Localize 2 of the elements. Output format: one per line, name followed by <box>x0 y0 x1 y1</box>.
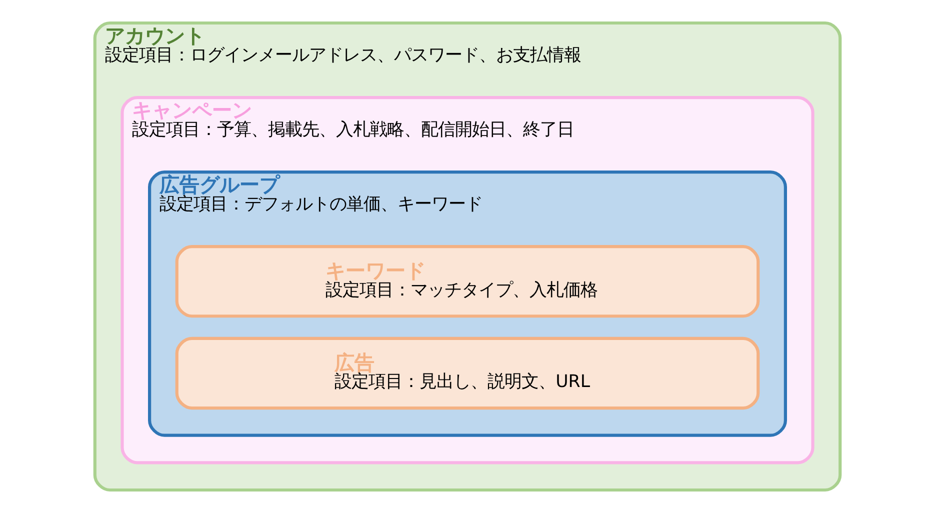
node-box: 広告 設定項目：見出し、説明文、URL <box>174 336 760 410</box>
node-box: キーワード 設定項目：マッチタイプ、入札価格 <box>174 245 760 318</box>
